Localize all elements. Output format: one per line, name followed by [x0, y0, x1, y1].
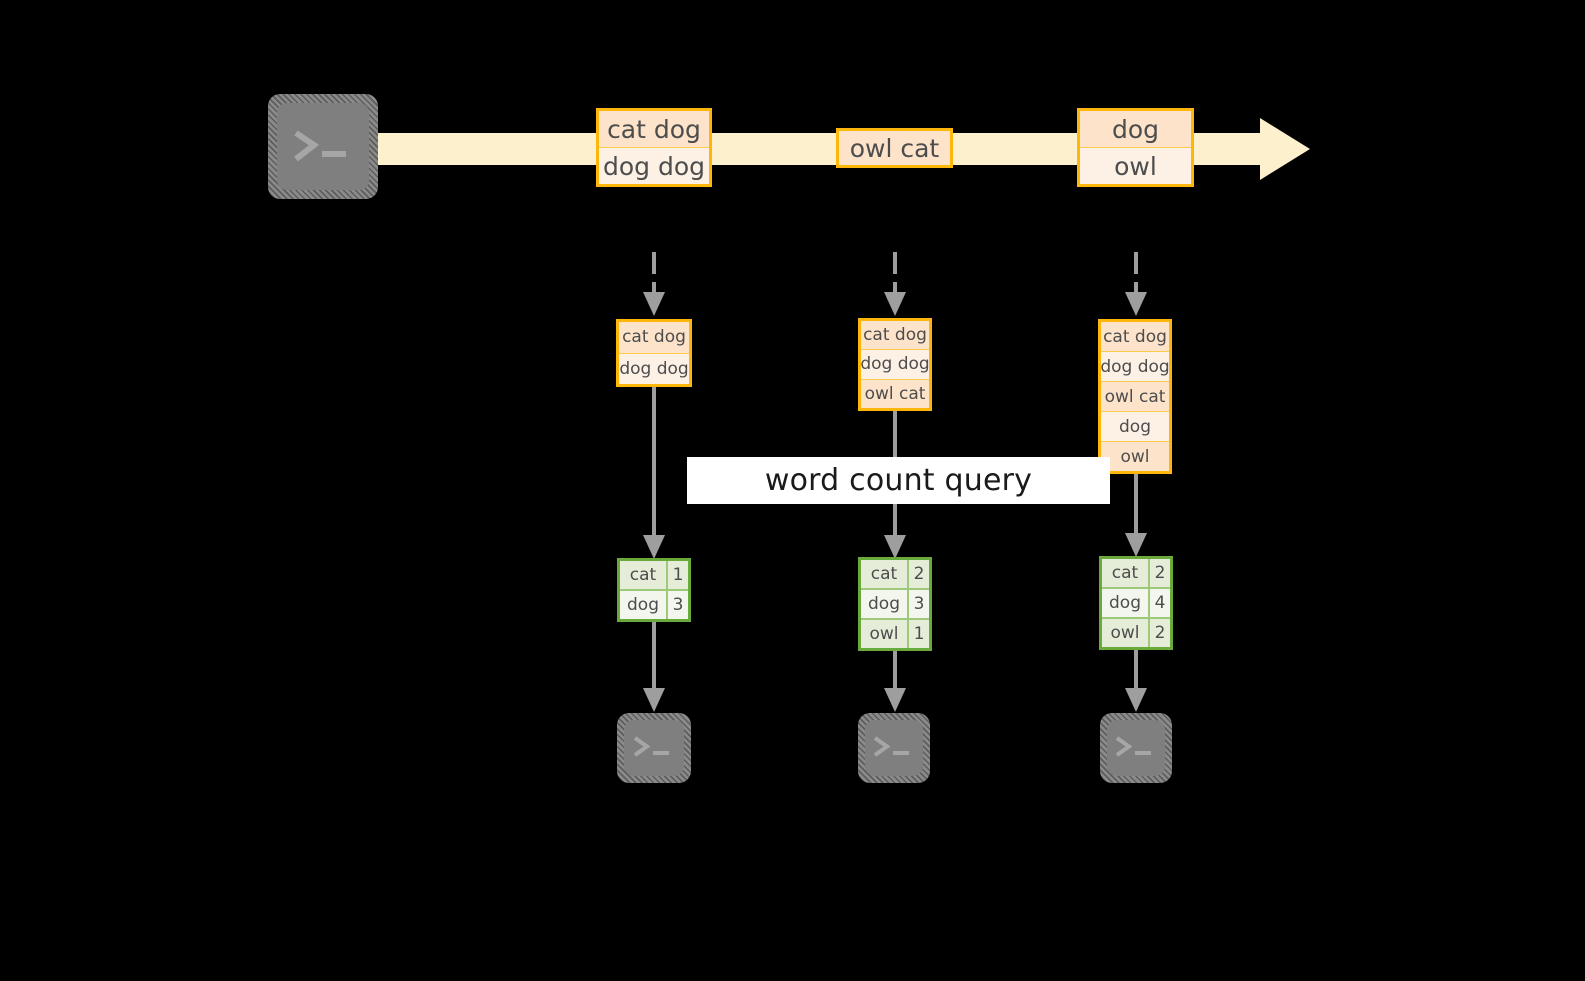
column-1-sink-arrow — [640, 622, 668, 714]
record-line: owl — [1101, 441, 1169, 471]
count-word: cat — [1102, 559, 1148, 587]
count-word: dog — [1102, 589, 1148, 617]
count-row: cat 2 — [861, 560, 929, 588]
count-row: dog 4 — [1102, 587, 1170, 617]
count-value: 3 — [666, 591, 688, 619]
stream-record-1: cat dog dog dog — [596, 108, 712, 187]
count-value: 1 — [907, 620, 929, 648]
record-line: cat dog — [1101, 322, 1169, 351]
count-row: cat 2 — [1102, 559, 1170, 587]
terminal-prompt-glyph — [617, 713, 691, 783]
terminal-face — [624, 720, 684, 776]
terminal-prompt-glyph — [268, 94, 378, 199]
record-line: cat dog — [861, 321, 929, 350]
column-2-ingest-arrow — [881, 252, 909, 318]
column-2-sink-terminal-icon — [858, 713, 930, 783]
stream-record-3: dog owl — [1077, 108, 1194, 187]
column-1-sink-terminal-icon — [617, 713, 691, 783]
record-line: owl cat — [839, 131, 950, 165]
column-1-accumulated-records: cat dog dog dog — [616, 319, 692, 387]
count-word: owl — [1102, 619, 1148, 647]
column-3-sink-arrow — [1122, 650, 1150, 714]
count-row: owl 1 — [861, 618, 929, 648]
count-word: cat — [620, 561, 666, 589]
terminal-face — [865, 720, 923, 776]
count-value: 3 — [907, 590, 929, 618]
record-line: owl cat — [1101, 381, 1169, 411]
count-row: owl 2 — [1102, 617, 1170, 647]
record-line: dog dog — [619, 352, 689, 384]
count-value: 1 — [666, 561, 688, 589]
column-2-accumulated-records: cat dog dog dog owl cat — [858, 318, 932, 411]
count-value: 4 — [1148, 589, 1170, 617]
column-3-ingest-arrow — [1122, 252, 1150, 318]
column-3-word-counts: cat 2 dog 4 owl 2 — [1099, 556, 1173, 650]
count-value: 2 — [1148, 559, 1170, 587]
column-2-word-counts: cat 2 dog 3 owl 1 — [858, 557, 932, 651]
count-row: dog 3 — [861, 588, 929, 618]
column-3-sink-terminal-icon — [1100, 713, 1172, 783]
count-word: cat — [861, 560, 907, 588]
record-line: dog dog — [1101, 351, 1169, 381]
count-value: 2 — [907, 560, 929, 588]
record-line: owl cat — [861, 378, 929, 408]
record-line: dog dog — [599, 147, 709, 184]
record-line: cat dog — [619, 322, 689, 353]
terminal-face — [277, 103, 369, 190]
query-label: word count query — [687, 457, 1110, 504]
count-word: owl — [861, 620, 907, 648]
column-1-query-arrow — [640, 387, 668, 561]
terminal-face — [1107, 720, 1165, 776]
column-2-sink-arrow — [881, 651, 909, 714]
record-line: cat dog — [599, 111, 709, 147]
terminal-prompt-glyph — [1100, 713, 1172, 783]
record-line: dog dog — [861, 349, 929, 379]
count-word: dog — [861, 590, 907, 618]
column-3-accumulated-records: cat dog dog dog owl cat dog owl — [1098, 319, 1172, 474]
count-row: cat 1 — [620, 561, 688, 589]
stream-record-2: owl cat — [836, 128, 953, 168]
record-line: owl — [1080, 147, 1191, 184]
source-terminal-icon — [268, 94, 378, 199]
column-1-word-counts: cat 1 dog 3 — [617, 558, 691, 622]
record-line: dog — [1101, 411, 1169, 441]
record-line: dog — [1080, 111, 1191, 147]
column-1-ingest-arrow — [640, 252, 668, 318]
count-row: dog 3 — [620, 589, 688, 619]
column-3-query-arrow — [1122, 474, 1150, 559]
count-word: dog — [620, 591, 666, 619]
terminal-prompt-glyph — [858, 713, 930, 783]
count-value: 2 — [1148, 619, 1170, 647]
